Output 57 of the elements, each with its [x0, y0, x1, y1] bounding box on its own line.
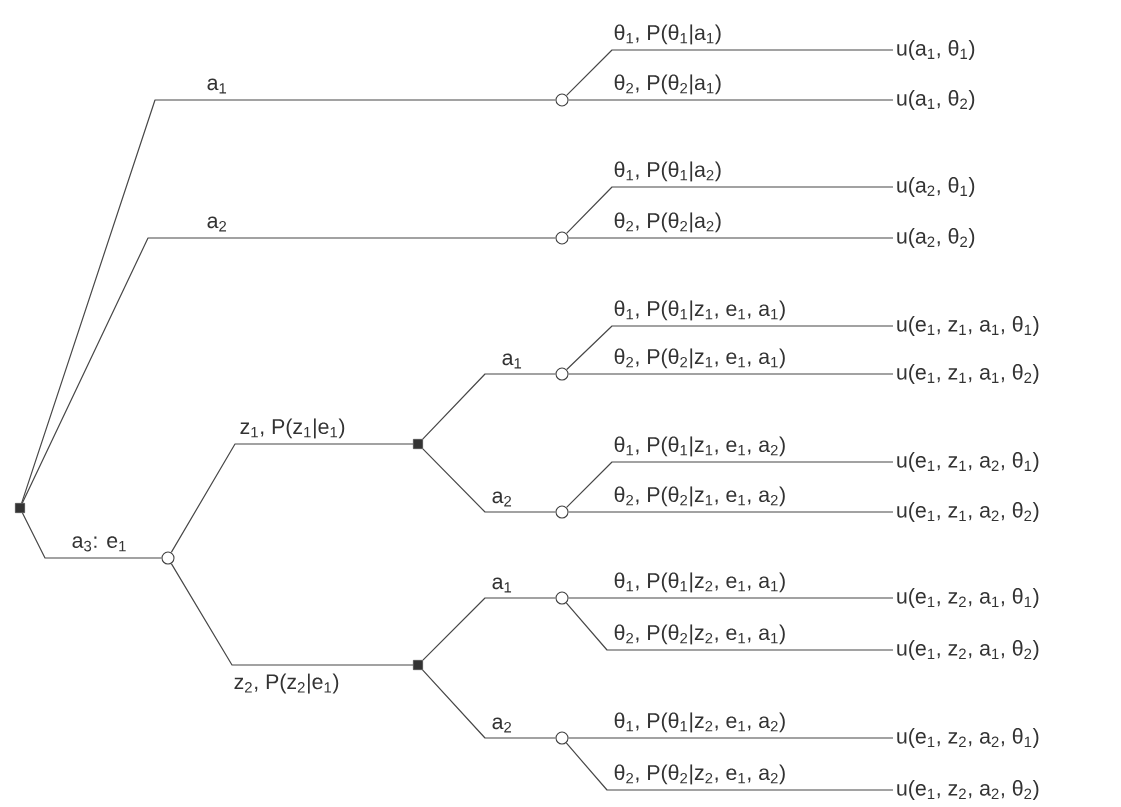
branch-line — [567, 511, 894, 513]
branch-label: θ$_{1}$, P(θ$_{1}$|a$_{2}$) — [612, 160, 724, 183]
branch-label: a$_{2}$ — [490, 490, 514, 508]
branch-label: θ$_{2}$, P(θ$_{2}$|z$_{2}$, e$_{1}$, a$_{1}$) — [612, 623, 788, 646]
utility-label: u(e$_{1}$, z$_{1}$, a$_{1}$, θ$_{1}$) — [897, 316, 1039, 336]
utility-label: u(e$_{1}$, z$_{1}$, a$_{1}$, θ$_{2}$) — [897, 364, 1039, 384]
branch-line — [21, 237, 557, 504]
branch-label: θ$_{1}$, P(θ$_{1}$|z$_{2}$, e$_{1}$, a$_{1}$) — [612, 571, 788, 594]
branch-line — [565, 602, 894, 651]
branch-line — [421, 669, 557, 739]
branch-line — [566, 461, 894, 508]
branch-label: θ$_{1}$, P(θ$_{1}$|z$_{1}$, e$_{1}$, a$_{1}$) — [612, 299, 788, 322]
branch-line — [567, 737, 894, 739]
branch-label: θ$_{2}$, P(θ$_{2}$|z$_{1}$, e$_{1}$, a$_{1}$) — [612, 347, 788, 370]
branch-line — [422, 448, 557, 513]
branch-line — [21, 99, 557, 504]
branch-label: θ$_{1}$, P(θ$_{1}$|a$_{1}$) — [612, 23, 724, 46]
branch-label: θ$_{2}$, P(θ$_{2}$|z$_{2}$, e$_{1}$, a$_{2}$) — [612, 763, 788, 786]
branch-line — [566, 186, 894, 234]
utility-label: u(e$_{1}$, z$_{2}$, a$_{2}$, θ$_{1}$) — [897, 728, 1039, 748]
branch-label: a$_{2}$ — [205, 215, 229, 233]
utility-label: u(a$_{2}$, θ$_{2}$) — [897, 228, 975, 248]
branch-label: a$_{2}$ — [490, 716, 514, 734]
branch-label: θ$_{2}$, P(θ$_{2}$|z$_{1}$, e$_{1}$, a$_{2}$) — [612, 485, 788, 508]
utility-label: u(a$_{1}$, θ$_{2}$) — [897, 90, 975, 110]
utility-label: u(e$_{1}$, z$_{2}$, a$_{2}$, θ$_{2}$) — [897, 780, 1039, 800]
utility-label: u(e$_{1}$, z$_{1}$, a$_{2}$, θ$_{2}$) — [897, 502, 1039, 522]
branch-line — [565, 742, 894, 791]
branch-label: a$_{1}$ — [490, 576, 514, 594]
branch-label: a$_{3}$: e$_{1}$ — [70, 535, 129, 553]
branch-line — [21, 512, 163, 559]
branch-label: a$_{1}$ — [205, 77, 229, 95]
branch-line — [567, 99, 894, 101]
branch-label: z$_{1}$, P(z$_{1}$|e$_{1}$) — [238, 417, 347, 440]
utility-label: u(a$_{2}$, θ$_{1}$) — [897, 177, 975, 197]
utility-label: u(a$_{1}$, θ$_{1}$) — [897, 40, 975, 60]
utility-label: u(e$_{1}$, z$_{2}$, a$_{1}$, θ$_{1}$) — [897, 588, 1039, 608]
branch-line — [422, 597, 557, 661]
decision-square — [15, 503, 25, 513]
branch-line — [566, 325, 894, 371]
branch-line — [422, 373, 557, 440]
branch-line — [567, 237, 894, 239]
branch-label: θ$_{1}$, P(θ$_{1}$|z$_{1}$, e$_{1}$, a$_{2}$) — [612, 435, 788, 458]
branch-label: a$_{1}$ — [500, 352, 524, 370]
utility-label: u(e$_{1}$, z$_{1}$, a$_{2}$, θ$_{1}$) — [897, 452, 1039, 472]
decision-square — [413, 660, 423, 670]
branch-line — [567, 597, 894, 599]
branch-label: θ$_{2}$, P(θ$_{2}$|a$_{2}$) — [612, 211, 724, 234]
branch-line — [566, 49, 894, 96]
branch-label: z$_{2}$, P(z$_{2}$|e$_{1}$) — [232, 672, 341, 695]
branch-line — [170, 563, 414, 666]
branch-line — [170, 443, 414, 553]
branch-label: θ$_{1}$, P(θ$_{1}$|z$_{2}$, e$_{1}$, a$_{2}$) — [612, 711, 788, 734]
branch-line — [567, 373, 894, 375]
decision-square — [413, 439, 423, 449]
branch-label: θ$_{2}$, P(θ$_{2}$|a$_{1}$) — [612, 73, 724, 96]
utility-label: u(e$_{1}$, z$_{2}$, a$_{1}$, θ$_{2}$) — [897, 640, 1039, 660]
